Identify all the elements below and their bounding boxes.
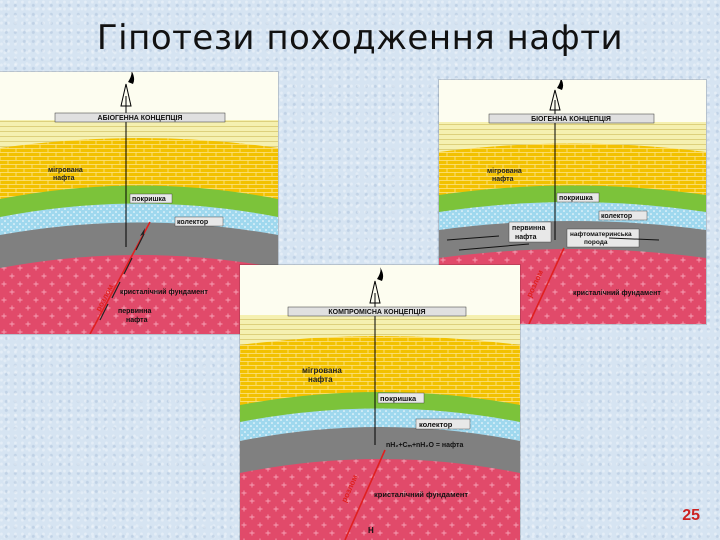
collector-label: колектор xyxy=(177,219,208,226)
migrated-oil-label-1: мігрована xyxy=(302,366,342,375)
migrated-oil-label-2: нафта xyxy=(53,175,75,182)
migrated-oil-label-2: нафта xyxy=(308,375,333,384)
cap-label: покришка xyxy=(559,195,593,202)
cap-label: покришка xyxy=(132,196,166,203)
panel-header: БІОГЕННА КОНЦЕПЦІЯ xyxy=(531,116,611,123)
reaction-label: nH₂+Cₘ+nH₂O = нафта xyxy=(386,442,463,449)
collector-label: колектор xyxy=(419,420,453,429)
diagram-panel-abiogenic: БІОГЕННА КОНЦЕПЦІЯ мігрована нафта покри… xyxy=(439,80,706,324)
diagram-combined-svg: КОМПРОМІСНА КОНЦЕПЦІЯ мігрована нафта по… xyxy=(240,265,520,540)
diagram-abiogenic-svg: БІОГЕННА КОНЦЕПЦІЯ мігрована нафта покри… xyxy=(439,80,706,324)
panel-header: КОМПРОМІСНА КОНЦЕПЦІЯ xyxy=(328,309,425,316)
hydrogen-label: H xyxy=(368,526,374,535)
basement-label: кристалічний фундамент xyxy=(120,288,208,296)
diagram-panel-biogenic: АБІОГЕННА КОНЦЕПЦІЯ мігрована нафта покр… xyxy=(0,72,278,334)
diagram-panel-combined: КОМПРОМІСНА КОНЦЕПЦІЯ мігрована нафта по… xyxy=(240,265,520,540)
primary-oil-label-2: нафта xyxy=(126,317,148,324)
basement-label: кристалічний фундамент xyxy=(374,490,468,499)
migrated-oil-label-2: нафта xyxy=(492,176,514,183)
primary-oil-label-1: первинна xyxy=(118,308,151,315)
migrated-oil-label-1: мігрована xyxy=(48,166,83,174)
basement-label: кристалічний фундамент xyxy=(573,289,661,297)
primary-oil-label-1: первинна xyxy=(512,225,545,232)
diagram-biogenic-svg: АБІОГЕННА КОНЦЕПЦІЯ мігрована нафта покр… xyxy=(0,72,278,334)
source-rock-label-1: нафтоматеринська xyxy=(570,231,632,238)
collector-label: колектор xyxy=(601,213,632,220)
cap-label: покришка xyxy=(380,394,417,403)
panel-header: АБІОГЕННА КОНЦЕПЦІЯ xyxy=(98,115,183,122)
migrated-oil-label-1: мігрована xyxy=(487,167,522,175)
source-rock-label-2: порода xyxy=(584,239,608,246)
slide-title: Гіпотези походження нафти xyxy=(96,18,624,58)
page-number: 25 xyxy=(682,507,700,524)
primary-oil-label-2: нафта xyxy=(515,234,537,241)
